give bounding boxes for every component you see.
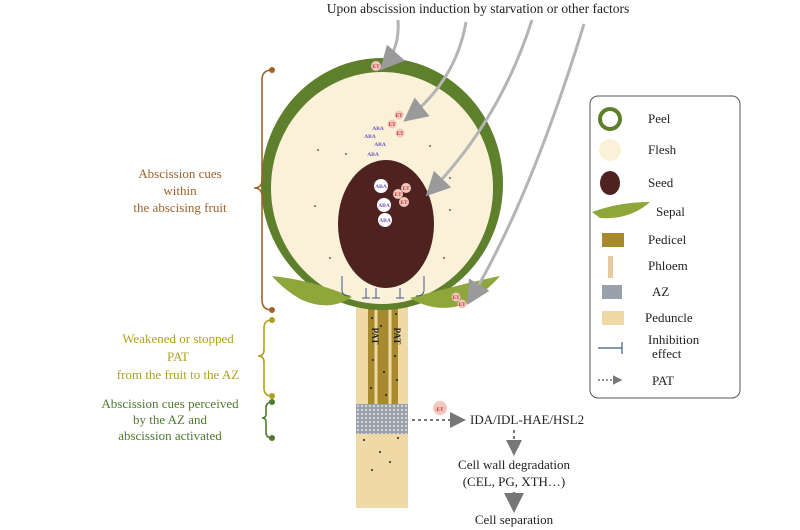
degradation-line2: (CEL, PG, XTH…): [463, 474, 566, 489]
svg-text:ABA: ABA: [372, 126, 384, 132]
svg-text:Seed: Seed: [648, 175, 674, 190]
svg-text:ET: ET: [458, 302, 466, 308]
svg-text:the abscising fruit: the abscising fruit: [133, 200, 227, 215]
svg-text:ABA: ABA: [379, 218, 391, 224]
degradation-line1: Cell wall degradation: [458, 457, 570, 472]
label-weakened-pat: Weakened or stopped PAT from the fruit t…: [117, 331, 239, 382]
svg-text:ABA: ABA: [364, 134, 376, 140]
svg-text:ET: ET: [394, 192, 402, 198]
svg-text:ET: ET: [388, 122, 396, 128]
svg-text:Flesh: Flesh: [648, 142, 677, 157]
legend-inhibition: Inhibition effect: [598, 332, 700, 361]
et-badge-az-label: ET: [436, 407, 444, 413]
legend-pat: PAT: [598, 373, 674, 388]
legend-seed: Seed: [600, 171, 674, 195]
svg-text:Phloem: Phloem: [648, 258, 688, 273]
label-fruit-cues: Abscission cues within the abscising fru…: [133, 166, 227, 215]
legend-sepal: Sepal: [592, 202, 685, 219]
legend-az: AZ: [602, 284, 669, 299]
bracket-az-cues: [261, 401, 273, 439]
svg-text:within: within: [163, 183, 197, 198]
svg-text:Sepal: Sepal: [656, 204, 685, 219]
legend-flesh: Flesh: [599, 139, 677, 161]
svg-text:ABA: ABA: [378, 203, 390, 209]
label-az-cues: Abscission cues perceived by the AZ and …: [101, 396, 239, 443]
legend-phloem: Phloem: [608, 256, 688, 278]
svg-text:PAT: PAT: [652, 373, 674, 388]
svg-text:Pedicel: Pedicel: [648, 232, 687, 247]
svg-text:by the AZ and: by the AZ and: [133, 412, 208, 427]
diagram-title: Upon abscission induction by starvation …: [327, 1, 630, 16]
svg-text:ET: ET: [452, 295, 460, 301]
sepal-left: [272, 276, 352, 306]
legend-box: [589, 95, 741, 399]
svg-text:ET: ET: [402, 186, 410, 192]
svg-text:Abscission cues: Abscission cues: [138, 166, 221, 181]
pat-label-right: PAT: [392, 328, 402, 345]
aba-markers: ABA ABA ABA ABA ABA ABA ABA: [364, 126, 392, 227]
svg-text:Peel: Peel: [648, 111, 671, 126]
svg-text:effect: effect: [652, 346, 682, 361]
svg-text:from the fruit to the AZ: from the fruit to the AZ: [117, 367, 239, 382]
svg-text:AZ: AZ: [652, 284, 669, 299]
svg-text:Abscission cues perceived: Abscission cues perceived: [101, 396, 239, 411]
et-markers: ET ET ET ET ET ET ET ET ET: [371, 61, 467, 309]
svg-text:ET: ET: [395, 113, 403, 119]
bracket-weakened-pat: [257, 319, 273, 397]
svg-text:ET: ET: [400, 200, 408, 206]
svg-text:ET: ET: [396, 131, 404, 137]
svg-text:ABA: ABA: [375, 184, 387, 190]
legend-peduncle: Peduncle: [602, 310, 693, 325]
svg-text:ABA: ABA: [374, 142, 386, 148]
abscission-zone: [356, 404, 408, 434]
pat-label-left: PAT: [370, 328, 380, 345]
separation-label: Cell separation: [475, 512, 554, 527]
legend-pedicel: Pedicel: [602, 232, 687, 247]
svg-text:PAT: PAT: [167, 349, 189, 364]
induction-arrows: [380, 19, 586, 306]
legend-peel: Peel: [598, 107, 671, 131]
svg-text:Weakened or stopped: Weakened or stopped: [122, 331, 234, 346]
pedicel-dots: [363, 313, 399, 471]
svg-text:Inhibition: Inhibition: [648, 332, 700, 347]
svg-text:ET: ET: [372, 64, 380, 70]
svg-text:abscission activated: abscission activated: [118, 428, 222, 443]
et-badge-az: [433, 401, 447, 415]
svg-text:ABA: ABA: [367, 152, 379, 158]
svg-text:Peduncle: Peduncle: [645, 310, 693, 325]
signal-label: IDA/IDL-HAE/HSL2: [470, 412, 584, 427]
inhibition-marks: [341, 276, 425, 299]
bracket-fruit-cues: [253, 69, 273, 311]
